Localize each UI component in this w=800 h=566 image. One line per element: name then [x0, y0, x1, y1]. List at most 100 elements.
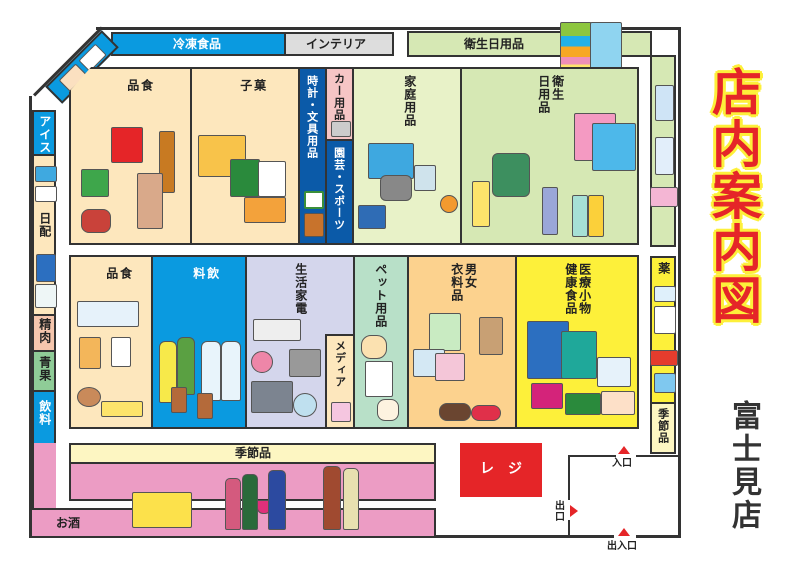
beer-pack-illustration [132, 492, 192, 528]
exit-label[interactable]: 出口 [552, 500, 564, 522]
diaper-pack-illustration [592, 123, 636, 171]
hair-dryer-illustration [251, 351, 273, 373]
shampoo-illustration [588, 195, 604, 237]
outer-wall-top [96, 27, 681, 30]
section-label: 時計・文具用品 [305, 75, 319, 159]
calculator-icon [304, 213, 324, 237]
medicine-box-illustration [654, 373, 676, 393]
section-produce[interactable]: 青果 [32, 350, 56, 392]
outer-wall-left [29, 96, 32, 538]
block-garden-sports[interactable]: 園芸・スポーツ [325, 139, 354, 245]
medicine-box-illustration [654, 286, 676, 302]
entrance-wall-top-left [568, 455, 616, 457]
register-label: レ ジ [480, 461, 522, 477]
cooler-box-illustration [368, 143, 414, 179]
diet-food-illustration [531, 383, 563, 409]
section-medicine[interactable]: 薬 [650, 256, 678, 404]
section-label: アイス [37, 115, 52, 154]
section-meat[interactable]: 精肉 [32, 314, 56, 352]
section-label: メディア [333, 340, 347, 388]
section-label: 衛生日用品 [464, 37, 525, 51]
exit-arrow-icon [570, 505, 578, 517]
medicine-box-illustration [654, 306, 676, 334]
shampoo-illustration [572, 195, 588, 237]
milk-carton-illustration [36, 254, 56, 282]
entrance-label[interactable]: 入口 [612, 458, 632, 469]
section-hygiene-right-strip[interactable] [650, 55, 678, 247]
block-household[interactable]: 家庭用品 [352, 67, 462, 245]
product-illustration [35, 166, 57, 182]
block-pet[interactable]: ペット用品 [353, 255, 409, 429]
section-daily[interactable]: 日配 [32, 154, 57, 316]
outer-wall-bottom [29, 535, 681, 538]
section-label: 青果 [37, 356, 52, 382]
block-food-top[interactable]: 食 品 [69, 67, 192, 245]
block-medical-health[interactable]: 医療小物 健康食品 [515, 255, 639, 429]
detergent-illustration [655, 85, 674, 121]
block-media[interactable]: メディア [325, 334, 355, 429]
section-label: 精肉 [37, 318, 52, 344]
bread-illustration [77, 387, 101, 407]
main-entrance-arrow-icon [618, 528, 630, 536]
entrance-wall-left-top [568, 455, 570, 500]
section-label: 薬 [656, 262, 671, 275]
snack-box-illustration [244, 197, 286, 223]
product-box-illustration [601, 391, 635, 415]
canned-food-illustration [111, 337, 131, 367]
register[interactable]: レ ジ [460, 443, 542, 497]
sake-bottle-illustration [343, 468, 359, 530]
shoes-illustration [439, 403, 471, 421]
canned-food-illustration [79, 337, 101, 369]
tv-illustration [251, 381, 293, 413]
seasonal-shelf[interactable]: 季節品 [69, 443, 436, 501]
block-snacks[interactable]: 菓 子 [190, 67, 300, 245]
block-clothing[interactable]: 男女 衣料品 [407, 255, 517, 429]
section-label: 飲料 [37, 400, 52, 426]
health-food-illustration [565, 393, 601, 415]
apron-illustration [429, 313, 461, 351]
dvd-illustration [331, 402, 351, 422]
section-drinks-perimeter[interactable]: 飲料 [32, 390, 56, 445]
wine-bottle-illustration [225, 478, 241, 530]
section-label: お酒 [56, 516, 81, 530]
block-food-bottom[interactable]: 食 品 [69, 255, 153, 429]
bottom-door-gap [614, 533, 636, 539]
clock-icon [304, 191, 324, 209]
section-label: 医療小物 健康食品 [563, 263, 592, 315]
section-frozen-food[interactable]: 冷凍食品 [111, 32, 286, 56]
shirt-illustration [358, 205, 386, 229]
pants-illustration [479, 317, 503, 355]
bath-salt-illustration [492, 153, 530, 197]
block-drinks[interactable]: 飲 料 [151, 255, 247, 429]
seasonal-shelf-header: 季節品 [71, 445, 434, 464]
can-illustration [171, 387, 187, 413]
main-entrance-label[interactable]: 出入口 [607, 541, 637, 552]
water-bottle-illustration [201, 341, 221, 401]
section-ice[interactable]: アイス [32, 110, 56, 156]
product-box-illustration [597, 357, 631, 387]
dog-illustration [377, 399, 399, 421]
spray-can-illustration [331, 121, 351, 137]
block-stationery[interactable]: 時計・文具用品 [298, 67, 327, 245]
shirt-illustration [435, 353, 465, 381]
product-illustration [35, 186, 57, 202]
block-car-goods[interactable]: カー用品 [325, 67, 354, 141]
block-hygiene[interactable]: 衛生 日用品 [460, 67, 639, 245]
shampoo-illustration [542, 187, 558, 235]
section-label: 日配 [37, 212, 52, 238]
section-interior[interactable]: インテリア [284, 32, 394, 56]
sugar-bag-illustration [111, 127, 143, 163]
air-conditioner-illustration [253, 319, 301, 341]
outer-wall-right [678, 27, 681, 538]
store-name: 富士見店 [726, 400, 761, 532]
section-seasonal-right[interactable]: 季節品 [650, 402, 676, 454]
section-label: 冷凍食品 [173, 37, 222, 51]
rice-bag-illustration [77, 301, 139, 327]
page-title: 店内案内図 [704, 66, 762, 326]
product-box-illustration [137, 173, 163, 229]
pet-food-bag-illustration [365, 361, 393, 397]
sake-bottle-illustration [268, 470, 286, 530]
section-label: 衛生 日用品 [536, 75, 565, 114]
adult-diaper-illustration [561, 331, 597, 379]
snack-bag-illustration [258, 161, 286, 197]
